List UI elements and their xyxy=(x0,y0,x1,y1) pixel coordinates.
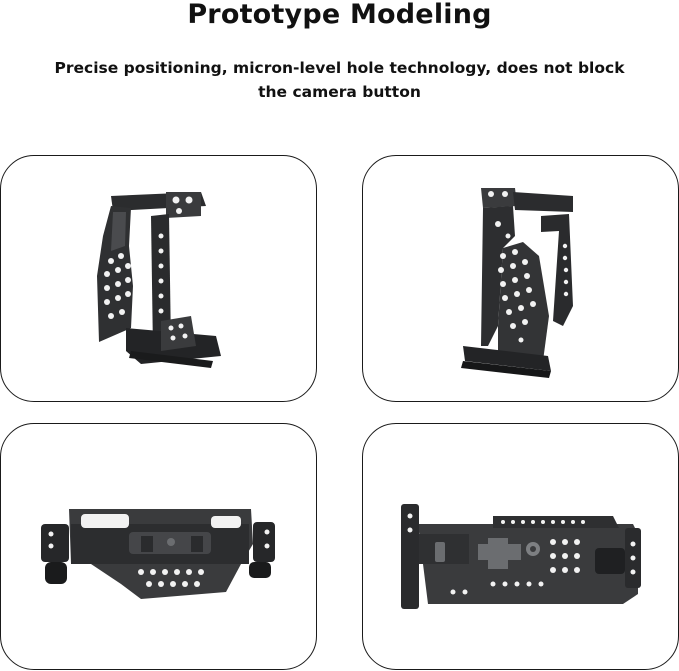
product-view-top xyxy=(0,423,317,670)
cage-front-right-image xyxy=(461,188,573,378)
page-subtitle: Precise positioning, micron-level hole t… xyxy=(54,59,625,101)
cage-front-left-image xyxy=(97,192,221,368)
product-view-bottom xyxy=(362,423,679,670)
product-view-front-right xyxy=(362,155,679,402)
cage-top-image xyxy=(41,509,275,599)
cage-bottom-image xyxy=(401,504,641,609)
page-title: Prototype Modeling xyxy=(187,0,492,30)
product-view-front-left xyxy=(0,155,317,402)
